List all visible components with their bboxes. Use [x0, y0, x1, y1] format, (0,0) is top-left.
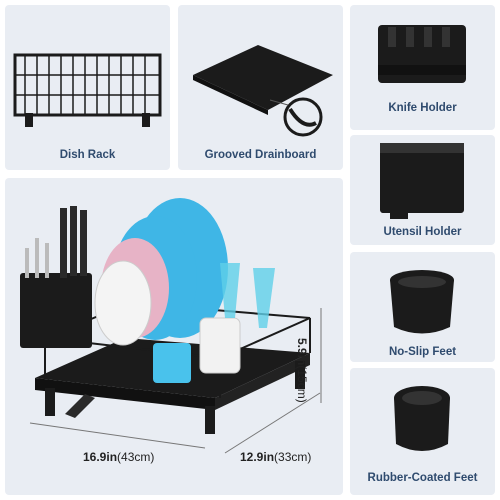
height-cm: (15cm)	[295, 365, 309, 403]
length-inches: 16.9in	[83, 450, 118, 464]
rubber-feet-image	[394, 386, 450, 451]
drainboard-label: Grooved Drainboard	[204, 149, 317, 161]
no-slip-feet-label: No-Slip Feet	[388, 346, 457, 358]
knife-holder-panel: Knife Holder	[350, 5, 495, 130]
utensil-holder-image	[380, 143, 464, 219]
dish-rack-label: Dish Rack	[59, 149, 116, 161]
main-product-panel: 5.9in(15cm) 16.9in(43cm) 12.9in(33cm)	[5, 178, 343, 495]
knife-holder-label: Knife Holder	[388, 102, 457, 114]
width-inches: 12.9in	[240, 450, 275, 464]
rubber-feet-label: Rubber-Coated Feet	[367, 472, 478, 484]
dish-rack-panel: Dish Rack	[5, 5, 170, 170]
rubber-feet-panel: Rubber-Coated Feet	[350, 368, 495, 495]
width-cm: (33cm)	[274, 450, 312, 464]
no-slip-feet-panel: No-Slip Feet	[350, 252, 495, 362]
length-cm: (43cm)	[117, 450, 155, 464]
utensil-holder-label: Utensil Holder	[383, 226, 462, 238]
knife-holder-image	[378, 25, 466, 83]
utensil-holder-panel: Utensil Holder	[350, 135, 495, 245]
length-dimension: 16.9in(43cm)	[83, 450, 154, 464]
width-dimension: 12.9in(33cm)	[240, 450, 311, 464]
dish-rack-image	[13, 53, 162, 127]
main-product-image	[20, 198, 322, 454]
no-slip-feet-image	[390, 270, 454, 334]
drainboard-image	[193, 45, 333, 137]
height-inches: 5.9in	[295, 338, 309, 366]
drainboard-panel: Grooved Drainboard	[178, 5, 343, 170]
height-dimension: 5.9in(15cm)	[295, 338, 309, 403]
